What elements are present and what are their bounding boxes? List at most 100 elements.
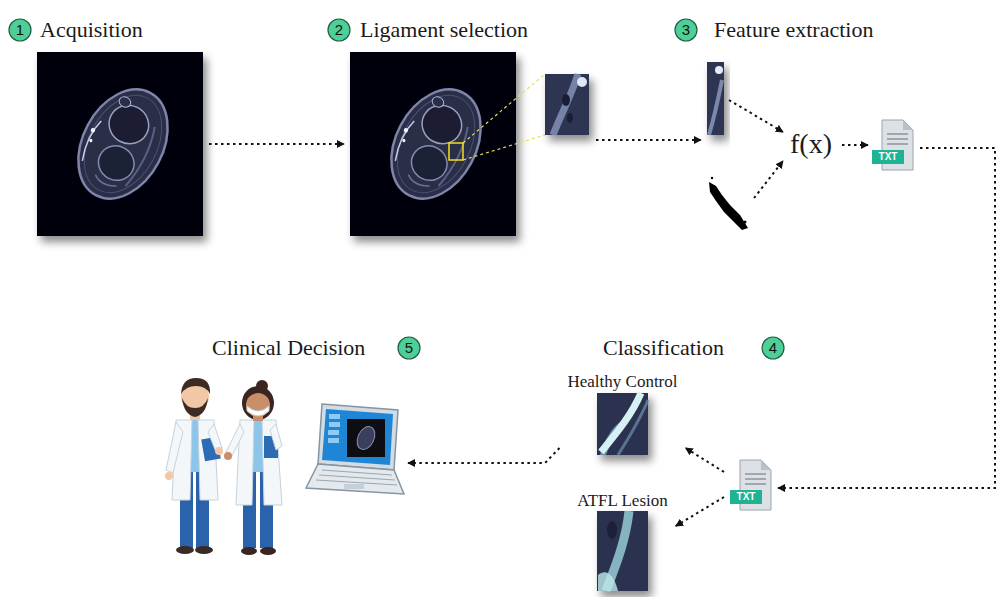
laptop-icon (328, 430, 339, 435)
roi-selection (449, 143, 463, 160)
feature-arrow (729, 100, 868, 198)
doctor-figure (226, 424, 244, 456)
laptop-icon (319, 475, 395, 480)
laptop-icon (322, 409, 393, 465)
doctor-figure (262, 420, 282, 505)
laptop-icon (344, 484, 364, 489)
file-icon (761, 460, 771, 470)
step-number: 3 (674, 18, 698, 42)
doctor-figure (260, 547, 276, 555)
file-icon (887, 138, 908, 140)
file-icon (887, 143, 908, 145)
laptop-icon (328, 438, 339, 443)
function-symbol: f(x) (790, 127, 832, 161)
flow-arrow (778, 148, 995, 488)
doctor-figure (165, 378, 223, 554)
flow-arrow (209, 143, 344, 145)
file-icon (745, 483, 766, 485)
file-icon (745, 478, 766, 480)
healthy-crop (618, 400, 648, 455)
step-number: 1 (8, 18, 32, 42)
roi-selection (449, 74, 545, 160)
group-heading: Classification (603, 334, 724, 362)
segmentation-mask (744, 221, 747, 224)
step-number: 5 (397, 336, 421, 360)
ligament-crop (553, 74, 578, 135)
step-heading: Ligament selection (360, 16, 528, 44)
doctor-figure (182, 398, 208, 417)
healthy-crop (597, 393, 648, 455)
ligament-crop (567, 113, 573, 123)
file-icon (903, 120, 913, 130)
laptop-icon (329, 422, 340, 427)
feature-crop (709, 80, 722, 135)
doctor-figure (270, 424, 282, 450)
flow-arrow (676, 497, 724, 526)
file-icon (887, 133, 908, 135)
flow-arrow (686, 448, 725, 472)
clinical-panel: Clinical Decision (160, 334, 402, 558)
file-label: TXT (872, 150, 904, 164)
step-number: 2 (327, 18, 351, 42)
lesion-crop (598, 572, 618, 591)
file-icon (745, 473, 766, 475)
doctor-figure (241, 547, 257, 555)
healthy-crop (601, 393, 641, 452)
step-badge: 1 (8, 18, 32, 42)
lesion-image: ATFL Lesion (575, 490, 670, 591)
roi-selection (463, 74, 545, 143)
image-caption: Healthy Control (567, 371, 677, 392)
doctor-figure (195, 546, 213, 554)
laptop-icon (306, 464, 404, 494)
image-caption: ATFL Lesion (577, 490, 668, 511)
feature-panel: Feature extraction (707, 16, 875, 232)
segmentation-mask (709, 182, 748, 230)
step-badge: 5 (397, 336, 421, 360)
mri-panel: Acquisition (37, 16, 203, 236)
badge-circle (398, 337, 420, 359)
ligament-crop (545, 74, 589, 135)
step-number: 4 (761, 336, 785, 360)
file-icon (872, 118, 914, 172)
lesion-crop (597, 511, 648, 591)
feature-crop (707, 62, 724, 135)
feature-arrow (842, 144, 868, 146)
badge-circle (328, 19, 350, 41)
laptop-icon (306, 404, 404, 494)
feature-arrow (729, 100, 783, 132)
lesion-crop (607, 521, 617, 539)
doctor-figure (247, 406, 269, 416)
doctor-figure (181, 378, 210, 394)
badge-circle (675, 19, 697, 41)
doctor-figure (165, 472, 173, 480)
doctor-figure (224, 380, 282, 555)
doctor-figure (242, 386, 274, 420)
txt-file-icon: TXT (872, 118, 914, 172)
step-badge: 2 (327, 18, 351, 42)
badge-circle (9, 19, 31, 41)
step-heading: Feature extraction (714, 16, 873, 44)
flow-arrow (596, 139, 701, 141)
doctor-figure (215, 447, 223, 455)
laptop-icon (322, 470, 392, 475)
flow-arrow (408, 448, 559, 463)
mri-scan (350, 52, 516, 236)
feature-arrow (754, 161, 783, 198)
label-holder: f(x) (790, 127, 832, 161)
lesion-crop (597, 511, 648, 591)
doctor-figure (176, 546, 194, 554)
segmentation-mask (709, 177, 748, 230)
step-heading: Acquisition (40, 16, 143, 44)
doctor-figure (166, 422, 183, 473)
mri-panel: Ligament selection (350, 16, 590, 236)
ligament-crop (577, 77, 587, 87)
label-holder: Classification (603, 334, 724, 362)
healthy-crop (597, 393, 648, 455)
feature-crop (715, 66, 723, 74)
ligament-crop (545, 74, 589, 135)
step-heading: Clinical Decision (212, 334, 365, 362)
laptop-icon (347, 419, 385, 457)
